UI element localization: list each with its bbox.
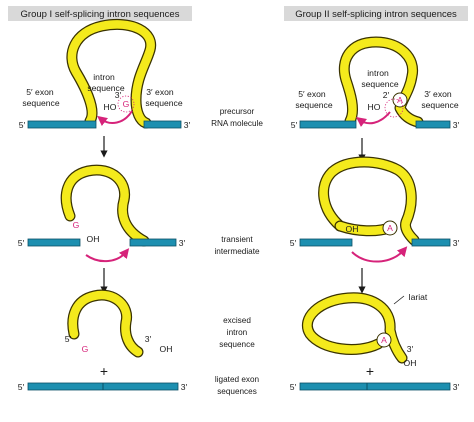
label-rna-molecule: RNA molecule (211, 119, 263, 128)
group1-header: Group I self-splicing intron sequences (8, 6, 192, 21)
g2-2prime-label: 2′ (383, 90, 390, 100)
g2-lariat (302, 292, 408, 364)
g1-ho-label: HO (104, 102, 117, 112)
g2-x-oh-label: OH (404, 358, 417, 368)
g2-intron-label-1: intron (367, 68, 389, 78)
g2-x-a-label: A (381, 335, 387, 345)
g2-t-exon5 (299, 238, 353, 247)
g1-x-3prime: 3′ (145, 334, 152, 344)
g2-exon3-label-2: sequence (421, 100, 458, 110)
g2-ligated (299, 382, 451, 391)
g2-l-5prime: 5′ (290, 382, 297, 392)
g1-x-5prime: 5′ (65, 334, 72, 344)
g1-excised (67, 289, 144, 358)
g2-transient (299, 156, 451, 263)
g1-intron-label-1: intron (93, 72, 115, 82)
g1-x-oh-label: OH (160, 344, 173, 354)
g2-exon3-label-1: 3′ exon (424, 89, 452, 99)
group1-header-text: Group I self-splicing intron sequences (21, 9, 180, 20)
label-intermediate: intermediate (214, 247, 260, 256)
g2-l-3prime: 3′ (453, 382, 460, 392)
g1-l-5prime: 5′ (18, 382, 25, 392)
label-precursor: precursor (220, 107, 255, 116)
g2-a-circle (392, 92, 408, 108)
g1-precursor (27, 19, 182, 129)
g2-intron-label-2: sequence (361, 79, 398, 89)
g1-precursor-5prime: 5′ (19, 120, 26, 130)
g1-exon3-label-1: 3′ exon (146, 87, 174, 97)
g2-exon5-label-2: sequence (295, 100, 332, 110)
group2-header-text: Group II self-splicing intron sequences (295, 9, 457, 20)
label-transient: transient (221, 235, 253, 244)
label-excised: excised (223, 316, 251, 325)
g2-exon5-label-1: 5′ exon (298, 89, 326, 99)
g1-exon5-label-2: sequence (22, 98, 59, 108)
g1-intron-label-2: sequence (87, 83, 124, 93)
g1-t-oh-label: OH (87, 234, 100, 244)
g2-lariat-label: lariat (409, 292, 428, 302)
label-sequence: sequence (219, 340, 255, 349)
g2-t-exon3 (411, 238, 451, 247)
g2-t-3prime: 3′ (453, 238, 460, 248)
g2-t-oh-label: OH (346, 224, 359, 234)
label-ligated-exon: ligated exon (215, 375, 260, 384)
g1-t-exon5 (27, 238, 81, 247)
g2-t-5prime: 5′ (290, 238, 297, 248)
g2-precursor-5prime: 5′ (291, 120, 298, 130)
g1-t-exon3 (129, 238, 177, 247)
g2-l-exon (299, 382, 451, 391)
g2-x-3prime: 3′ (407, 344, 414, 354)
g1-x-g-label: G (82, 344, 89, 354)
label-sequences: sequences (217, 387, 257, 396)
label-intron: intron (227, 328, 248, 337)
g2-ho-label: HO (368, 102, 381, 112)
g1-exon5 (27, 120, 97, 129)
g1-t-3prime: 3′ (179, 238, 186, 248)
g1-t-g-label: G (73, 220, 80, 230)
g1-l-3prime: 3′ (181, 382, 188, 392)
g2-exon5 (299, 120, 357, 129)
g1-precursor-3prime: 3′ (184, 120, 191, 130)
g1-t-5prime: 5′ (18, 238, 25, 248)
g1-ligated (27, 382, 179, 391)
g2-t-a-circle (382, 220, 398, 236)
g2-x-a-circle (376, 332, 392, 348)
g2-precursor-3prime: 3′ (453, 120, 460, 130)
g1-precursor-3prime-small: 3′ (115, 90, 122, 100)
g1-exon5-label-1: 5′ exon (26, 87, 54, 97)
g2-a-label: A (397, 95, 403, 105)
g1-exon3-label-2: sequence (145, 98, 182, 108)
group2-header: Group II self-splicing intron sequences (284, 6, 468, 21)
g2-precursor (299, 36, 451, 129)
g1-plus: + (100, 363, 108, 379)
g2-t-a-label: A (387, 223, 393, 233)
g2-plus: + (366, 363, 374, 379)
g2-exon3 (415, 120, 451, 129)
g1-transient (27, 164, 177, 263)
g1-exon3 (143, 120, 182, 129)
g1-g-label: G (123, 99, 130, 109)
